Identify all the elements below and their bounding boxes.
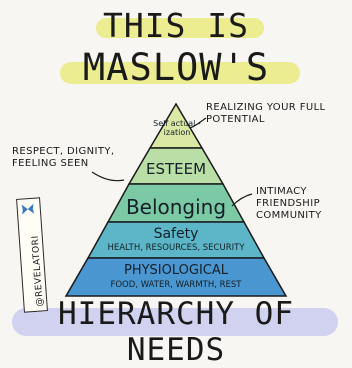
arrow-self-icon	[189, 117, 207, 129]
note-esteem: RESPECT, DIGNITY, FEELING SEEN	[12, 146, 115, 169]
tier-physiological	[64, 257, 288, 297]
maslow-pyramid	[64, 102, 288, 297]
title-line-2: MASLOW'S	[82, 46, 270, 89]
note-self-actualization: REALIZING YOUR FULL POTENTIAL	[206, 102, 326, 125]
tier-label-esteem: ESTEEM	[145, 160, 207, 178]
butterfly-icon	[21, 203, 35, 215]
title-wash-top	[96, 18, 264, 38]
handle-text: @REVELATORI	[30, 234, 46, 307]
tier-label-self: Self actual -ization	[153, 119, 201, 137]
arrow-esteem-icon	[91, 171, 125, 182]
tier-label-safety: Safety	[153, 226, 199, 242]
handle-tag: @REVELATORI	[16, 197, 48, 313]
tier-sublabel-physiological: FOOD, WATER, WARMTH, REST	[110, 280, 242, 290]
tier-label-belonging: Belonging	[125, 195, 227, 219]
tier-sublabel-safety: HEALTH, RESOURCES, SECURITY	[107, 243, 245, 253]
arrow-belonging-icon	[231, 193, 253, 207]
title-line-1: THIS IS	[102, 6, 250, 45]
note-belonging: INTIMACY FRIENDSHIP COMMUNITY	[256, 186, 322, 221]
title-wash-bottom	[12, 308, 338, 336]
title-wash-mid	[60, 62, 300, 84]
tier-label-physiological: PHYSIOLOGICAL	[123, 263, 228, 278]
